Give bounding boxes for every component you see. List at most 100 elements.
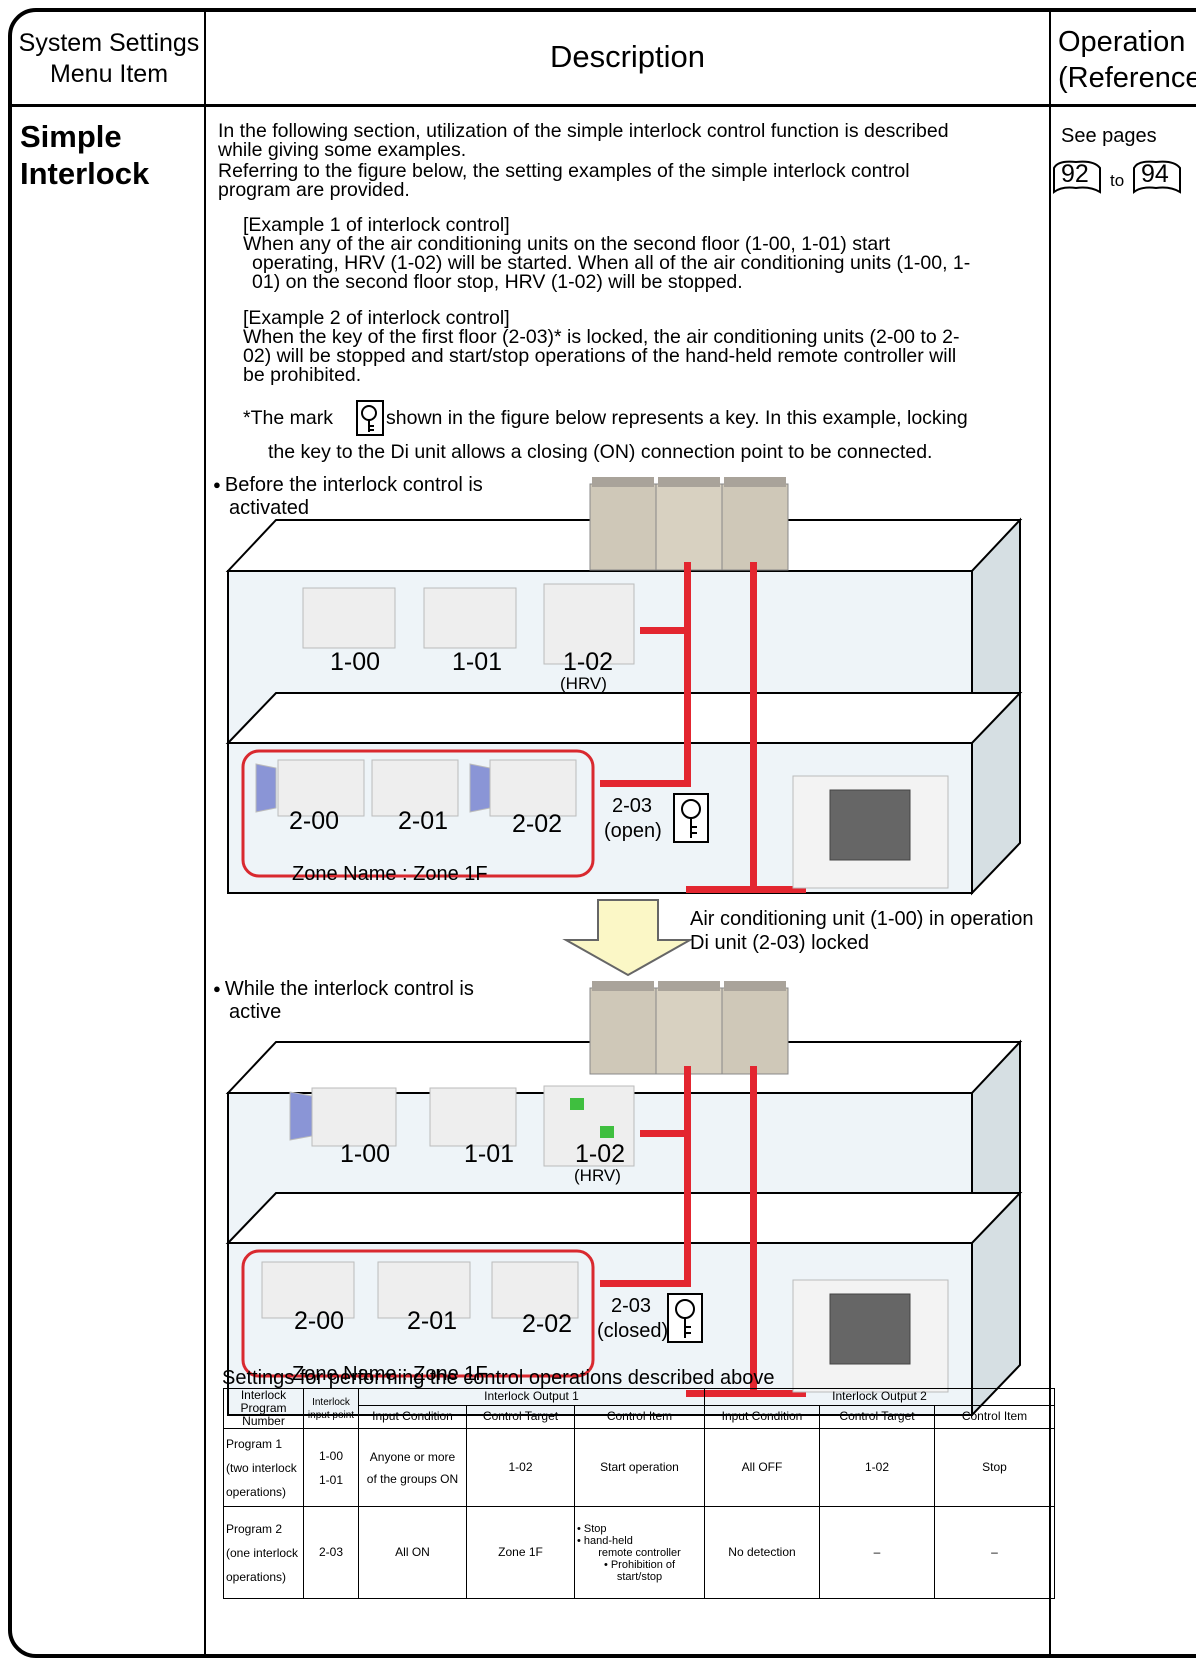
settings-table: Interlock Program Number Interlock input… bbox=[223, 1388, 1055, 1599]
header-output2: Interlock Output 2 bbox=[704, 1388, 1055, 1406]
header-menu-item-line2: Menu Item bbox=[49, 60, 169, 89]
cell-text: (one interlock bbox=[226, 1545, 299, 1560]
header-control-item: Control Item bbox=[574, 1404, 705, 1430]
reference-page-from[interactable]: 92 bbox=[1061, 160, 1089, 188]
keynote-prefix: *The mark bbox=[243, 407, 333, 429]
column-divider bbox=[204, 8, 206, 1658]
see-pages-label: See pages bbox=[1061, 125, 1157, 147]
input-condition: All ON bbox=[358, 1506, 467, 1599]
di-unit-id: 2-03 bbox=[611, 1295, 652, 1317]
indoor-units-1f-before bbox=[255, 759, 577, 817]
outdoor-units-before bbox=[589, 477, 789, 571]
header-input-point: Interlock input point bbox=[303, 1388, 359, 1429]
input-point: 1-00 1-01 bbox=[303, 1428, 359, 1507]
input-condition: Anyone or more of the groups ON bbox=[358, 1428, 467, 1507]
unit-label: 2-00 bbox=[294, 1307, 345, 1335]
unit-label: 1-00 bbox=[340, 1140, 391, 1168]
cell-text: Anyone or more bbox=[369, 1449, 456, 1464]
unit-label: 1-02 bbox=[575, 1140, 626, 1168]
control-item: Start operation bbox=[574, 1428, 705, 1507]
menu-item-title: Simple Interlock bbox=[20, 118, 149, 192]
transition-line1: Air conditioning unit (1-00) in operatio… bbox=[690, 908, 1034, 930]
after-heading: While the interlock control is active bbox=[213, 978, 474, 1024]
cell-text: • Stop bbox=[577, 1522, 607, 1535]
before-heading-line1: Before the interlock control is bbox=[213, 474, 483, 497]
unit-label: 2-02 bbox=[522, 1310, 573, 1338]
unit-label: 2-02 bbox=[512, 810, 563, 838]
intro-line: Referring to the figure below, the setti… bbox=[218, 160, 910, 182]
indoor-units-1f-after bbox=[261, 1261, 579, 1319]
indoor-units-2f-after bbox=[289, 1085, 635, 1167]
header-operation: Operation (Reference) bbox=[1052, 24, 1196, 97]
zone-name-label: Zone Name : Zone 1F bbox=[292, 1363, 488, 1385]
header-text: Interlock bbox=[312, 1396, 350, 1408]
header-menu-item-line1: System Settings bbox=[18, 29, 200, 57]
example2-line: [Example 2 of interlock control] bbox=[243, 307, 510, 329]
reference-page-to[interactable]: 94 bbox=[1141, 160, 1169, 188]
outdoor-units-after bbox=[589, 981, 789, 1075]
example2-line: When the key of the first floor (2-03)* … bbox=[243, 326, 960, 348]
di-unit-state: (open) bbox=[604, 820, 662, 842]
cell-text: (two interlock bbox=[226, 1460, 297, 1475]
intro-line: program are provided. bbox=[218, 179, 410, 201]
unit-label: 1-02 bbox=[563, 648, 614, 676]
key-icon bbox=[667, 1293, 703, 1343]
reference-to-word: to bbox=[1110, 171, 1125, 190]
key-icon bbox=[673, 793, 709, 843]
refrigerant-pipes-before bbox=[600, 562, 806, 893]
example1-line: operating, HRV (1-02) will be started. W… bbox=[252, 252, 971, 274]
key-icon bbox=[356, 400, 384, 436]
keynote-suffix: shown in the figure below represents a k… bbox=[386, 407, 968, 429]
zone-box-after bbox=[241, 1249, 595, 1378]
cell-text: operations) bbox=[226, 1569, 287, 1584]
table-row: Program 2 (one interlock operations) 2-0… bbox=[223, 1506, 1055, 1599]
cell-text: Program 2 bbox=[226, 1521, 283, 1536]
header-menu-item: System Settings Menu Item bbox=[14, 28, 204, 91]
di-unit-state: (closed) bbox=[597, 1320, 669, 1342]
hrv-label: (HRV) bbox=[574, 1166, 621, 1185]
control-target: Zone 1F bbox=[466, 1506, 575, 1599]
after-heading-line2: active bbox=[229, 1001, 282, 1023]
header-program-number: Interlock Program Number bbox=[223, 1388, 304, 1429]
unit-label: 2-01 bbox=[398, 807, 449, 835]
cell-text: • Prohibition of bbox=[603, 1558, 676, 1571]
hrv-label: (HRV) bbox=[560, 674, 607, 693]
column-divider bbox=[1049, 8, 1051, 1658]
control-item: – bbox=[934, 1506, 1055, 1599]
intro-line: In the following section, utilization of… bbox=[218, 120, 949, 142]
control-item: • Stop • hand-held remote controller • P… bbox=[574, 1506, 705, 1599]
input-point: 2-03 bbox=[303, 1506, 359, 1599]
unit-label: 1-01 bbox=[452, 648, 503, 676]
before-heading: Before the interlock control is activate… bbox=[213, 474, 483, 520]
indoor-units-2f-before bbox=[302, 583, 635, 665]
control-item: Stop bbox=[934, 1428, 1055, 1507]
header-description: Description bbox=[549, 39, 706, 74]
controller-screen-after bbox=[829, 1293, 911, 1365]
input-condition: No detection bbox=[704, 1506, 820, 1599]
cell-text: operations) bbox=[226, 1484, 287, 1499]
control-target: – bbox=[819, 1506, 935, 1599]
header-text: Interlock bbox=[240, 1388, 287, 1402]
cell-text: of the groups ON bbox=[366, 1471, 459, 1486]
example1-line: When any of the air conditioning units o… bbox=[243, 233, 891, 255]
di-unit-id: 2-03 bbox=[612, 795, 653, 817]
settings-title: Settings for performing the control oper… bbox=[222, 1367, 775, 1389]
example1-line: 01) on the second floor stop, HRV (1-02)… bbox=[252, 271, 743, 293]
zone-name-label: Zone Name : Zone 1F bbox=[292, 863, 488, 885]
before-heading-line2: activated bbox=[229, 497, 310, 519]
example2-line: be prohibited. bbox=[243, 364, 362, 386]
program-name: Program 2 (one interlock operations) bbox=[223, 1506, 304, 1599]
cell-text: • hand-held bbox=[577, 1534, 633, 1547]
table-row: Program 1 (two interlock operations) 1-0… bbox=[223, 1428, 1055, 1507]
header-text: Number bbox=[242, 1414, 285, 1428]
unit-label: 2-00 bbox=[289, 807, 340, 835]
header-divider bbox=[8, 104, 1196, 107]
menu-item-line1: Simple bbox=[20, 119, 122, 154]
control-target: 1-02 bbox=[466, 1428, 575, 1507]
menu-item-line2: Interlock bbox=[20, 156, 150, 191]
cell-text: remote controller bbox=[598, 1546, 681, 1559]
unit-label: 1-01 bbox=[464, 1140, 515, 1168]
unit-label: 2-01 bbox=[407, 1307, 458, 1335]
header-operation-line2: (Reference) bbox=[1058, 62, 1196, 95]
header-input-condition: Input Condition bbox=[704, 1404, 820, 1430]
